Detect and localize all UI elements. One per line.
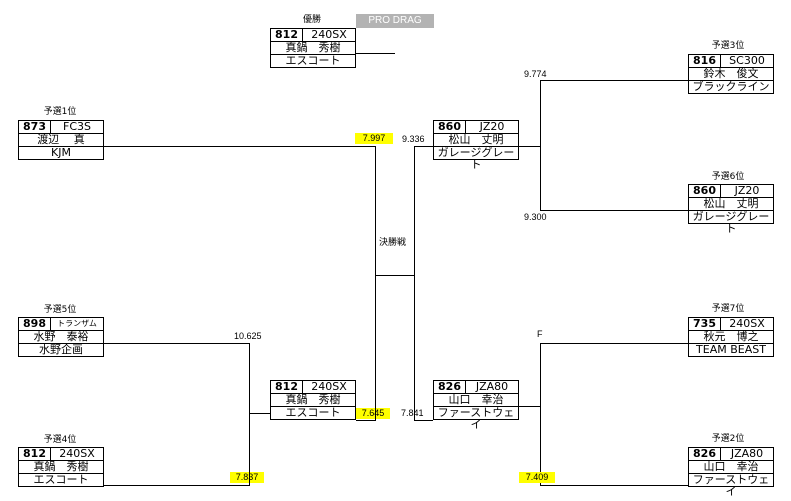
entry-box-right-q6: 860 JZ20 松山 丈明 ガレージグレート [688,184,774,235]
driver-name: 水野 泰裕 [33,330,89,343]
bracket-line [540,210,688,211]
team-name: エスコート [285,54,341,67]
car-number: 812 [271,29,303,41]
driver-name: 真鍋 秀樹 [285,393,341,406]
car-model: JZ20 [734,184,760,197]
elapsed-time: 9.336 [402,134,425,144]
car-number: 812 [271,381,303,393]
driver-name: 真鍋 秀樹 [33,460,89,473]
bracket-line [519,406,540,407]
entry-box-left-q1: 873 FC3S 渡辺 真 KJM [18,120,104,160]
car-model: 240SX [311,380,347,393]
winner-entry-box: 812 240SX 真鍋 秀樹 エスコート [270,28,356,68]
qualifier-rank-header: 予選3位 [711,41,745,51]
car-number: 898 [19,318,51,330]
final-line [375,275,415,276]
bracket-line [540,80,541,210]
team-name: 水野企画 [39,343,83,356]
qualifier-rank-header: 予選7位 [711,304,745,314]
elapsed-time: 7.997 [355,133,393,144]
qualifier-rank-header: 予選1位 [43,107,77,117]
car-model: 240SX [729,317,765,330]
elapsed-time: 7.841 [401,408,424,418]
car-number: 735 [689,318,721,330]
driver-name: 鈴木 俊文 [703,67,759,80]
car-model: 240SX [311,28,347,41]
bracket-line [414,146,433,147]
team-name: エスコート [285,406,341,419]
car-number: 860 [689,185,721,197]
bracket-line [249,413,270,414]
bracket-line [249,343,250,486]
car-number: 812 [19,448,51,460]
car-model: トランザム [57,319,97,328]
entry-box-right-semi1: 860 JZ20 松山 丈明 ガレージグレート [433,120,519,171]
qualifier-rank-header: 予選2位 [711,434,745,444]
elapsed-time: 7.645 [356,408,390,419]
bracket-line [414,146,415,421]
car-number: 873 [19,121,51,133]
elapsed-time: F [537,329,543,339]
qualifier-rank-header: 予選4位 [43,435,77,445]
bracket-line [414,420,433,421]
car-number: 826 [434,381,466,393]
car-model: SC300 [729,54,765,67]
car-model: JZA80 [475,380,509,393]
category-badge: PRO DRAG [356,14,434,28]
team-name: KJM [51,146,71,159]
driver-name: 秋元 博之 [703,330,759,343]
driver-name: 山口 幸治 [703,460,759,473]
elapsed-time: 9.774 [524,69,547,79]
elapsed-time: 7.409 [519,472,555,483]
team-name: エスコート [33,473,89,486]
winner-header: 優勝 [302,15,321,25]
driver-name: 山口 幸治 [448,393,504,406]
bracket-line [540,485,688,486]
driver-name: 渡辺 真 [37,133,85,146]
entry-box-right-q3: 816 SC300 鈴木 俊文 ブラックライン [688,54,774,94]
team-name: TEAM BEAST [696,343,766,356]
elapsed-time: 7.837 [230,472,264,483]
bracket-line [375,146,376,421]
bracket-line [356,420,376,421]
qualifier-rank-header: 予選6位 [711,172,745,182]
entry-box-right-q2: 826 JZA80 山口 幸治 ファーストウェイ [688,447,774,498]
team-name: ガレージグレート [692,210,770,235]
team-name: ファーストウェイ [437,406,515,431]
winner-line [356,53,395,54]
team-name: ブラックライン [692,80,770,93]
qualifier-rank-header: 予選5位 [43,305,77,315]
bracket-line [540,343,688,344]
entry-box-left-semi: 812 240SX 真鍋 秀樹 エスコート [270,380,356,420]
bracket-line [540,343,541,486]
entry-box-left-q4: 812 240SX 真鍋 秀樹 エスコート [18,447,104,487]
driver-name: 真鍋 秀樹 [285,41,341,54]
entry-box-right-semi2: 826 JZA80 山口 幸治 ファーストウェイ [433,380,519,431]
bracket-line [104,343,249,344]
driver-name: 松山 丈明 [703,197,759,210]
bracket-line [540,80,688,81]
team-name: ガレージグレート [437,146,515,171]
final-label: 決勝戦 [379,238,407,249]
car-model: JZA80 [730,447,764,460]
elapsed-time: 10.625 [234,331,262,341]
car-model: FC3S [63,120,91,133]
elapsed-time: 9.300 [524,212,547,222]
car-number: 816 [689,55,721,67]
team-name: ファーストウェイ [692,473,770,498]
car-model: 240SX [59,447,95,460]
entry-box-left-q5: 898 トランザム 水野 泰裕 水野企画 [18,317,104,357]
car-model: JZ20 [479,120,505,133]
bracket-line [104,485,249,486]
bracket-line [104,146,376,147]
entry-box-right-q7: 735 240SX 秋元 博之 TEAM BEAST [688,317,774,357]
bracket-line [519,146,540,147]
car-number: 860 [434,121,466,133]
driver-name: 松山 丈明 [448,133,504,146]
car-number: 826 [689,448,721,460]
